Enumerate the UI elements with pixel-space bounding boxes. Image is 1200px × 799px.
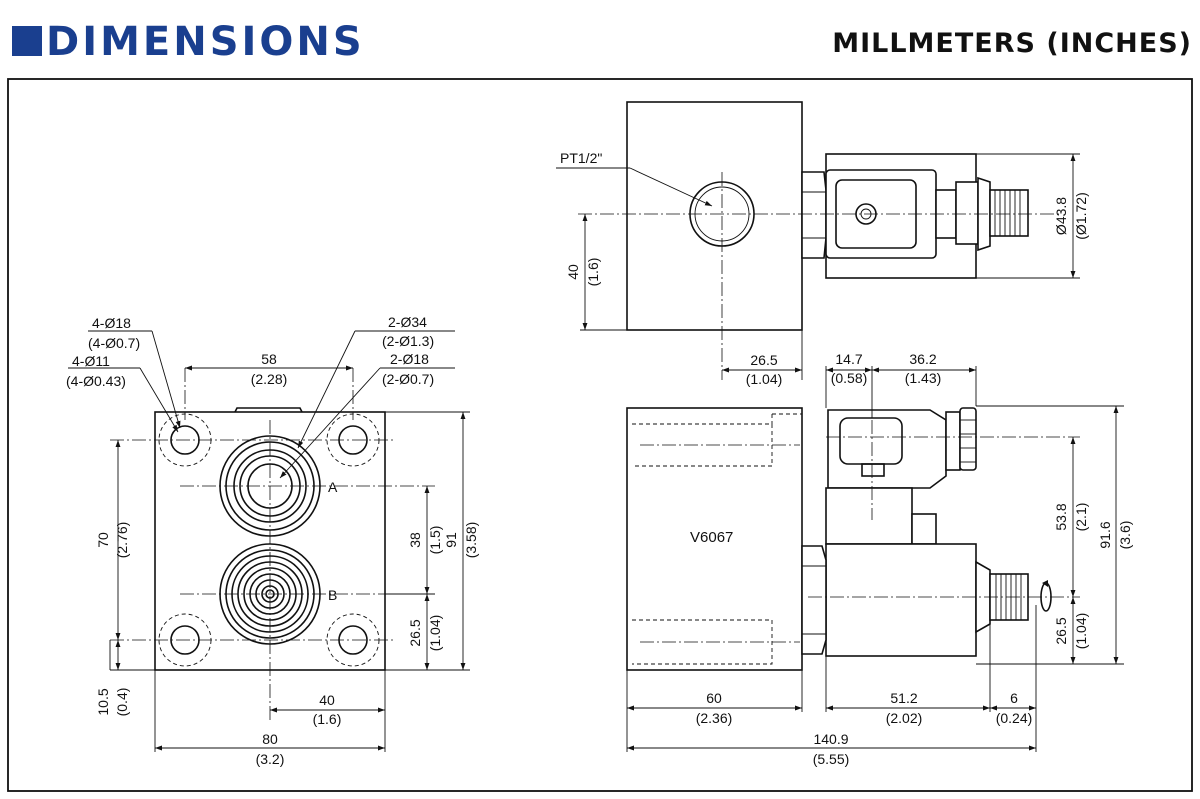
height-38-in: (1.5) (427, 526, 443, 555)
w-1409-mm: 140.9 (813, 731, 848, 747)
h-265-mm: 26.5 (1053, 617, 1069, 644)
w-60-mm: 60 (706, 690, 722, 706)
port-a-label: A (328, 479, 338, 495)
height-70-in: (2.76) (114, 522, 130, 559)
h-538-in: (2.1) (1073, 503, 1089, 532)
top-offset-265-in: (1.04) (746, 371, 783, 387)
width-58-in: (2.28) (251, 371, 288, 387)
units-label: MILLMETERS (INCHES) (832, 28, 1192, 59)
bore-18-in: (2-Ø0.7) (382, 371, 434, 387)
h-538-mm: 53.8 (1053, 503, 1069, 530)
w-147-mm: 14.7 (835, 351, 862, 367)
top-dia-438-in: (Ø1.72) (1073, 192, 1089, 239)
w-362-in: (1.43) (905, 370, 942, 386)
height-265-in: (1.04) (427, 615, 443, 652)
width-80-in: (3.2) (256, 751, 285, 767)
w-6-mm: 6 (1010, 690, 1018, 706)
model-label: V6067 (690, 529, 733, 546)
hole-18-mm: 4-Ø18 (92, 315, 131, 331)
rotation-arrow-icon (1040, 580, 1052, 612)
top-height-40-in: (1.6) (585, 258, 601, 287)
drawing-frame (7, 78, 1193, 792)
w-1409-in: (5.55) (813, 751, 850, 767)
bore-34-mm: 2-Ø34 (388, 314, 427, 330)
front-view: A B 4-Ø18 (4-Ø0.7) 4-Ø11 (4-Ø0.43) 2-Ø34… (66, 314, 479, 767)
width-40-in: (1.6) (313, 711, 342, 727)
h-916-in: (3.6) (1117, 521, 1133, 550)
port-b-label: B (328, 587, 337, 603)
bore-18-mm: 2-Ø18 (390, 351, 429, 367)
knurled-knob-icon (994, 190, 1021, 236)
pt-port-label: PT1/2" (560, 150, 602, 166)
height-38-mm: 38 (407, 532, 423, 548)
height-70-mm: 70 (95, 532, 111, 548)
w-6-in: (0.24) (996, 710, 1033, 726)
hole-18-in: (4-Ø0.7) (88, 335, 140, 351)
width-80-mm: 80 (262, 731, 278, 747)
w-362-mm: 36.2 (909, 351, 936, 367)
connector-knurl-icon (959, 407, 977, 471)
top-offset-265-mm: 26.5 (750, 352, 777, 368)
top-dia-438-mm: Ø43.8 (1053, 197, 1069, 235)
coil-body (825, 543, 977, 657)
side-body (626, 407, 803, 671)
w-147-in: (0.58) (831, 370, 868, 386)
height-91-mm: 91 (443, 532, 459, 548)
h-916-mm: 91.6 (1097, 521, 1113, 548)
w-512-mm: 51.2 (890, 690, 917, 706)
side-view: V6067 (626, 351, 1133, 767)
height-265-mm: 26.5 (407, 619, 423, 646)
hole-11-mm: 4-Ø11 (72, 353, 110, 369)
bore-34-in: (2-Ø1.3) (382, 333, 434, 349)
w-512-in: (2.02) (886, 710, 923, 726)
mounting-holes (158, 413, 380, 667)
height-105-mm: 10.5 (95, 688, 111, 715)
width-58-mm: 58 (261, 351, 277, 367)
top-body (626, 101, 803, 331)
page-title: DIMENSIONS (46, 19, 365, 65)
h-265-in: (1.04) (1073, 613, 1089, 650)
header: DIMENSIONS MILLMETERS (INCHES) (0, 0, 1200, 76)
hole-11-in: (4-Ø0.43) (66, 373, 126, 389)
top-height-40-mm: 40 (565, 264, 581, 280)
top-view: PT1/2" 40 (1.6) 26.5 (1.04) Ø43.8 (Ø1.72… (556, 101, 1089, 387)
w-60-in: (2.36) (696, 710, 733, 726)
title-square-icon (12, 26, 42, 56)
height-91-in: (3.58) (463, 522, 479, 559)
height-105-in: (0.4) (114, 688, 130, 717)
width-40-mm: 40 (319, 692, 335, 708)
